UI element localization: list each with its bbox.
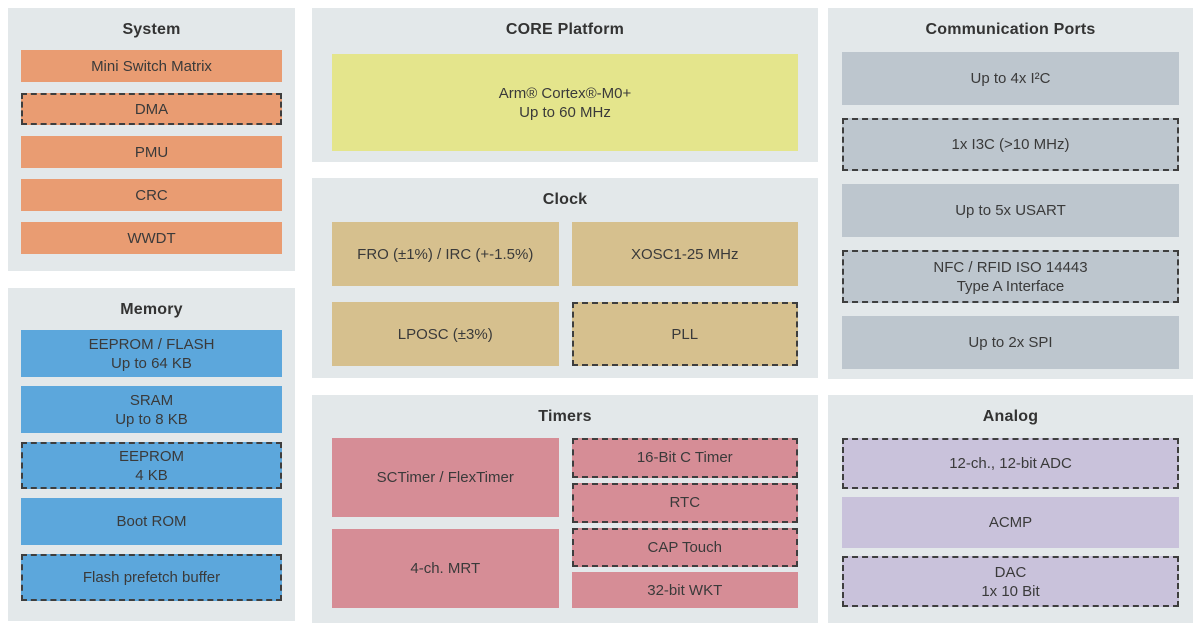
block-sublabel: Up to 60 MHz — [519, 103, 611, 121]
block-crc: CRC — [21, 179, 282, 211]
block-sublabel: 1x 10 Bit — [981, 582, 1040, 600]
block-wwdt: WWDT — [21, 222, 282, 254]
block-usart: Up to 5x USART — [842, 184, 1179, 237]
panel-system-blocks: Mini Switch Matrix DMA PMU CRC WWDT — [8, 39, 295, 254]
block-label: ACMP — [988, 514, 1033, 531]
block-label: DMA — [134, 100, 169, 118]
block-eeprom: EEPROM 4 KB — [21, 442, 282, 489]
block-label: EEPROM — [118, 447, 184, 465]
panel-core-platform-blocks: Arm® Cortex®-M0+ Up to 60 MHz — [312, 39, 818, 151]
block-label: Up to 4x I²C — [970, 70, 1051, 87]
panel-clock-blocks: FRO (±1%) / IRC (+-1.5%) XOSC1-25 MHz LP… — [312, 209, 818, 366]
block-nfc-rfid: NFC / RFID ISO 14443 Type A Interface — [842, 250, 1179, 303]
block-label: CAP Touch — [647, 538, 723, 556]
block-label: RTC — [669, 494, 701, 512]
panel-analog-title: Analog — [982, 408, 1039, 425]
block-sram: SRAM Up to 8 KB — [21, 386, 282, 433]
block-label: DAC — [994, 563, 1027, 581]
block-label: 4-ch. MRT — [410, 560, 481, 577]
panel-clock: Clock FRO (±1%) / IRC (+-1.5%) XOSC1-25 … — [312, 178, 818, 378]
block-label: CRC — [135, 186, 168, 204]
timers-left-column: SCTimer / FlexTimer 4-ch. MRT — [332, 438, 559, 608]
panel-memory: Memory EEPROM / FLASH Up to 64 KB SRAM U… — [8, 288, 295, 621]
panel-communication-ports-blocks: Up to 4x I²C 1x I3C (>10 MHz) Up to 5x U… — [828, 39, 1193, 369]
panel-analog-blocks: 12-ch., 12-bit ADC ACMP DAC 1x 10 Bit — [828, 426, 1193, 607]
block-mini-switch-matrix: Mini Switch Matrix — [21, 50, 282, 82]
block-sctimer-flextimer: SCTimer / FlexTimer — [332, 438, 559, 517]
block-label: Boot ROM — [116, 513, 187, 530]
block-sublabel: Up to 8 KB — [115, 410, 188, 428]
block-cap-touch: CAP Touch — [571, 527, 798, 568]
block-label: FRO (±1%) / IRC (+-1.5%) — [357, 245, 534, 263]
panel-communication-ports: Communication Ports Up to 4x I²C 1x I3C … — [828, 8, 1193, 379]
block-sublabel: 4 KB — [135, 466, 168, 484]
block-sublabel: Up to 64 KB — [111, 354, 192, 372]
panel-memory-blocks: EEPROM / FLASH Up to 64 KB SRAM Up to 8 … — [8, 319, 295, 601]
block-label: Mini Switch Matrix — [91, 57, 212, 75]
panel-analog: Analog 12-ch., 12-bit ADC ACMP DAC 1x 10… — [828, 395, 1193, 623]
block-fro-irc: FRO (±1%) / IRC (+-1.5%) — [332, 222, 559, 286]
block-label: 1x I3C (>10 MHz) — [951, 136, 1070, 153]
block-dac: DAC 1x 10 Bit — [842, 556, 1179, 607]
block-label: EEPROM / FLASH — [88, 335, 215, 353]
block-16bit-c-timer: 16-Bit C Timer — [571, 438, 798, 478]
block-dma: DMA — [21, 93, 282, 125]
panel-timers: Timers SCTimer / FlexTimer 4-ch. MRT 16-… — [312, 395, 818, 623]
timers-right-column: 16-Bit C Timer RTC CAP Touch 32-bit WKT — [571, 438, 798, 608]
block-eeprom-flash: EEPROM / FLASH Up to 64 KB — [21, 330, 282, 377]
block-label: 12-ch., 12-bit ADC — [949, 455, 1072, 472]
panel-core-platform-title: CORE Platform — [505, 21, 625, 38]
block-flash-prefetch-buffer: Flash prefetch buffer — [21, 554, 282, 601]
panel-timers-title: Timers — [538, 408, 592, 425]
block-acmp: ACMP — [842, 497, 1179, 548]
block-spi: Up to 2x SPI — [842, 316, 1179, 369]
panel-core-platform: CORE Platform Arm® Cortex®-M0+ Up to 60 … — [312, 8, 818, 162]
panel-communication-ports-title: Communication Ports — [925, 21, 1096, 38]
block-i2c: Up to 4x I²C — [842, 52, 1179, 105]
block-label: WWDT — [127, 229, 176, 247]
block-label: 16-Bit C Timer — [636, 449, 733, 467]
block-label: PLL — [671, 325, 699, 343]
block-32bit-wkt: 32-bit WKT — [571, 572, 798, 608]
block-label: Arm® Cortex®-M0+ — [498, 84, 632, 102]
block-xosc: XOSC1-25 MHz — [571, 222, 798, 286]
panel-clock-title: Clock — [542, 191, 588, 208]
panel-system: System Mini Switch Matrix DMA PMU CRC WW… — [8, 8, 295, 271]
block-label: SCTimer / FlexTimer — [376, 469, 514, 486]
block-label: Up to 2x SPI — [968, 334, 1053, 351]
block-lposc: LPOSC (±3%) — [332, 302, 559, 366]
block-label: Flash prefetch buffer — [82, 569, 221, 586]
panel-memory-title: Memory — [120, 301, 183, 318]
block-label: 32-bit WKT — [647, 581, 723, 599]
block-rtc: RTC — [571, 482, 798, 523]
block-arm-cortex-m0plus: Arm® Cortex®-M0+ Up to 60 MHz — [332, 54, 798, 151]
block-label: SRAM — [129, 391, 174, 409]
block-adc: 12-ch., 12-bit ADC — [842, 438, 1179, 489]
block-mrt: 4-ch. MRT — [332, 529, 559, 608]
panel-timers-blocks: SCTimer / FlexTimer 4-ch. MRT 16-Bit C T… — [312, 426, 818, 608]
block-boot-rom: Boot ROM — [21, 498, 282, 545]
block-sublabel: Type A Interface — [956, 277, 1065, 295]
block-pmu: PMU — [21, 136, 282, 168]
panel-system-title: System — [122, 21, 181, 38]
block-label: LPOSC (±3%) — [397, 325, 493, 343]
block-i3c: 1x I3C (>10 MHz) — [842, 118, 1179, 171]
block-label: XOSC1-25 MHz — [630, 245, 739, 263]
block-label: NFC / RFID ISO 14443 — [933, 258, 1088, 276]
block-label: PMU — [134, 143, 169, 161]
block-pll: PLL — [571, 302, 798, 366]
block-label: Up to 5x USART — [955, 202, 1066, 219]
